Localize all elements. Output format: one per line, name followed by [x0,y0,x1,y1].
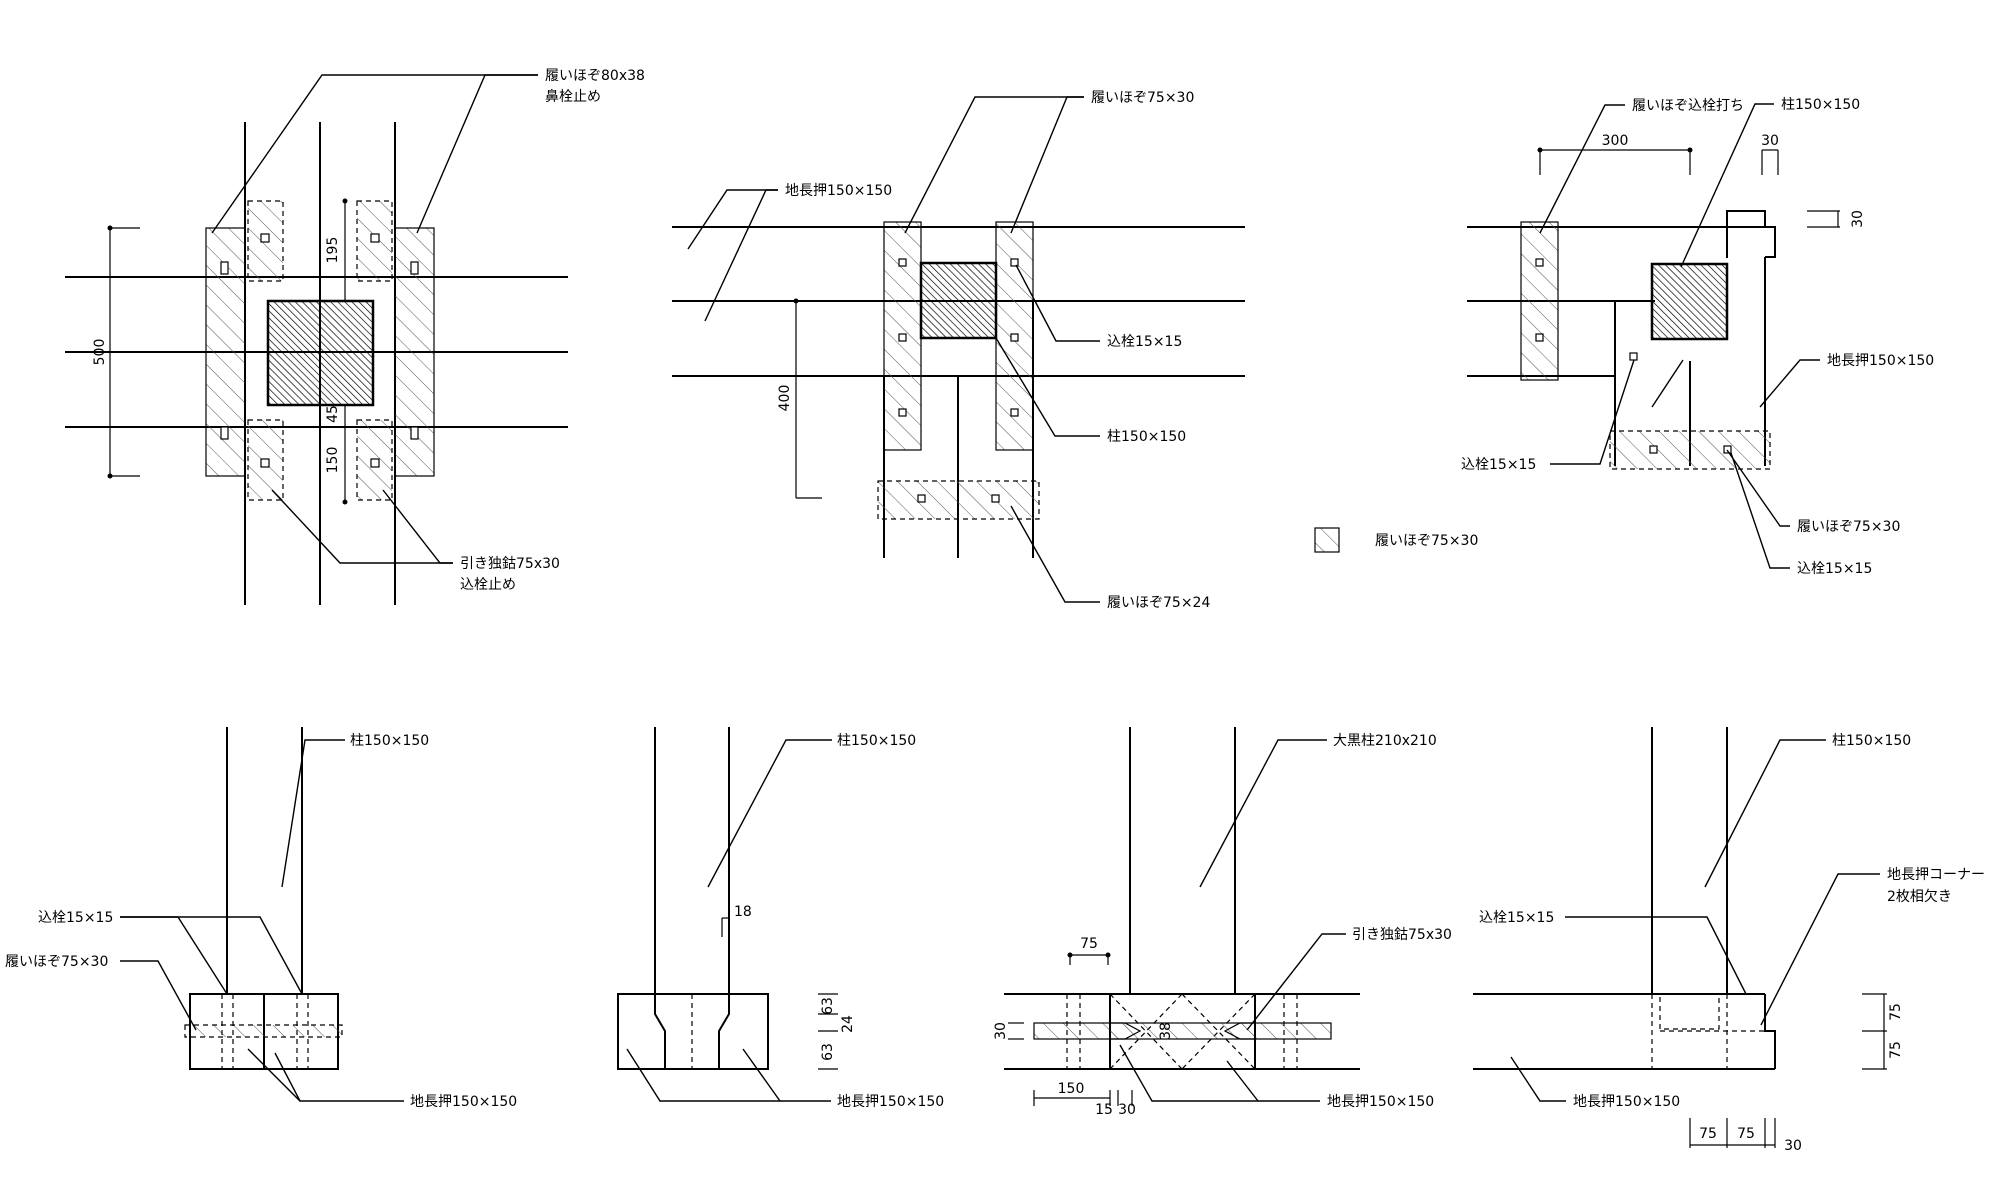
label-post-150-c: 柱150×150 [1781,97,1860,113]
dim-24: 24 [840,1015,856,1033]
detail-g-corner-section: 75 75 75 75 30 柱150×150 地長押コーナー 2枚相欠き 込栓… [1473,727,1985,1154]
detail-c-corner-plan: 300 30 30 履いほぞ込栓打ち 柱150×150 地長押150×150 込… [1461,97,1934,577]
dim-30b-f: 30 [1118,1102,1136,1118]
dim-195: 195 [325,237,341,264]
dim-30-f: 30 [993,1022,1009,1040]
label-pin-15x15-d: 込栓15×15 [38,910,113,926]
post-a [266,299,375,407]
dim-30-top: 30 [1761,133,1779,149]
detail-a-cross-joint-plan: 500 195 45 150 履いほぞ80x38 鼻栓止め 引き独鈷75x30 … [65,68,645,605]
label-post-150-e: 柱150×150 [837,733,916,749]
dim-38-f: 38 [1158,1022,1174,1040]
detail-e-section: 18 63 24 63 柱150×150 地長押150×150 [617,727,944,1110]
dim-75-g-right: 75 [1737,1126,1755,1142]
label-pin-stop: 込栓止め [460,577,516,593]
dim-75-f: 75 [1080,936,1098,952]
label-pin-15x15-c2: 込栓15×15 [1797,561,1872,577]
label-tenon-75x30-c: 履いほぞ75×30 [1797,519,1900,535]
dim-75-g-top: 75 [1888,1003,1904,1021]
dim-30-g: 30 [1784,1138,1802,1154]
detail-f-section: 75 30 38 150 15 30 大黒柱210x210 引き独鈷75x30 … [993,727,1452,1118]
label-sill-beam-d: 地長押150×150 [410,1094,517,1110]
dim-63-top: 63 [820,997,836,1015]
label-post-150-d: 柱150×150 [350,733,429,749]
dim-63-bottom: 63 [820,1043,836,1061]
legend-label: 履いほぞ75×30 [1375,533,1478,549]
label-tenon-80x38: 履いほぞ80x38 [545,68,645,84]
dim-500: 500 [92,339,108,366]
label-key-75x30-f: 引き独鈷75x30 [1352,926,1452,943]
label-pin-15x15: 込栓15×15 [1107,334,1182,350]
dim-150-f: 150 [1058,1081,1085,1097]
dim-150: 150 [325,447,341,474]
label-tenon-75x24: 履いほぞ75×24 [1107,595,1210,611]
label-post-150: 柱150×150 [1107,429,1186,445]
post-c [1650,262,1729,341]
dim-75-g-left: 75 [1699,1126,1717,1142]
detail-b-t-joint-plan: 400 履いほぞ75×30 地長押150×150 込栓15×15 柱150×15… [672,90,1245,611]
legend-swatch [1314,527,1340,553]
label-tenon-75x30: 履いほぞ75×30 [1091,90,1194,106]
label-nose-pin: 鼻栓止め [545,88,601,105]
label-post-150-g: 柱150×150 [1832,733,1911,749]
dim-18: 18 [734,904,752,920]
label-half-lap: 2枚相欠き [1887,889,1952,905]
label-pin-15x15-c: 込栓15×15 [1461,457,1536,473]
label-sill-beam-c: 地長押150×150 [1827,353,1934,369]
dim-75-g-bottom: 75 [1888,1041,1904,1059]
label-sill-beam-e: 地長押150×150 [837,1094,944,1110]
label-sill-beam: 地長押150×150 [785,183,892,199]
dim-300: 300 [1602,133,1629,149]
label-sill-beam-f: 地長押150×150 [1327,1094,1434,1110]
dim-45: 45 [325,405,341,423]
dim-15-f: 15 [1095,1102,1113,1118]
label-key-75x30: 引き独鈷75x30 [460,555,560,572]
label-tenon-pinned: 履いほぞ込栓打ち [1632,97,1744,114]
dim-400: 400 [777,385,793,412]
dim-30-side: 30 [1850,210,1866,228]
label-corner-joint: 地長押コーナー [1887,867,1985,883]
label-sill-beam-g: 地長押150×150 [1573,1094,1680,1110]
post-b [919,261,998,340]
detail-d-section: 柱150×150 込栓15×15 履いほぞ75×30 地長押150×150 [5,727,517,1110]
label-pin-15x15-g: 込栓15×15 [1479,910,1554,926]
label-main-post-210: 大黒柱210x210 [1333,733,1437,749]
legend: 履いほぞ75×30 [1314,527,1478,553]
label-tenon-75x30-d: 履いほぞ75×30 [5,954,108,970]
